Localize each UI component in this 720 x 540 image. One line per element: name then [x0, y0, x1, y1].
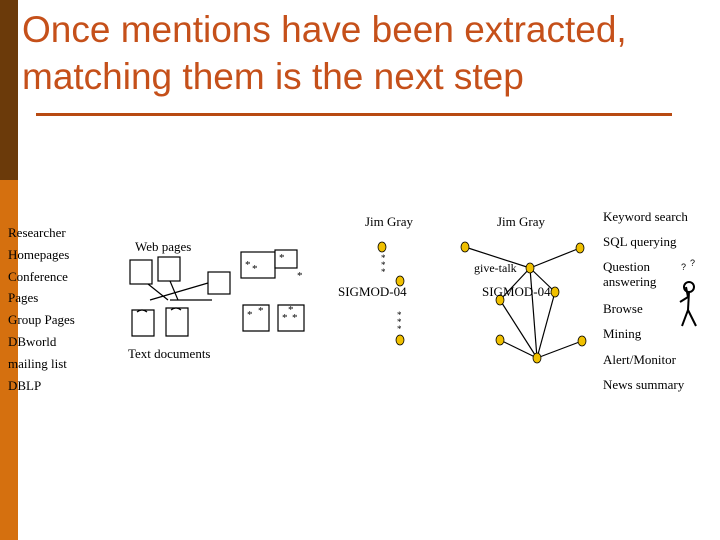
mention-label-left: Jim Gray [365, 214, 414, 229]
star-mark: * [258, 305, 264, 317]
star-mark: * [397, 317, 402, 327]
thinking-person-icon [679, 281, 697, 327]
entity-graph-nodes [460, 241, 587, 364]
source-pages: Pages [8, 290, 39, 305]
star-mark: * [397, 310, 402, 320]
task-mining: Mining [603, 326, 642, 341]
web-pages-label: Web pages [135, 239, 192, 254]
task-keyword-search: Keyword search [603, 209, 688, 224]
text-documents-icon [131, 307, 189, 337]
entity-graph-edges [464, 246, 583, 359]
source-dbworld: DBworld [8, 334, 57, 349]
star-mark: * [288, 304, 294, 316]
title-line-1: Once mentions have been extracted, [22, 9, 627, 50]
star-mark: * [381, 267, 386, 277]
left-accent-bar-light [0, 180, 18, 540]
left-accent-bar-dark [0, 0, 18, 180]
mention-nodes-left [377, 241, 405, 346]
star-mark: * [297, 270, 303, 282]
star-mark: * [397, 324, 402, 334]
task-question-answering: Question answering [603, 259, 657, 289]
star-mark: * [381, 260, 386, 270]
event-label-left: SIGMOD-04 [338, 284, 407, 299]
question-marks: ? ? [681, 258, 695, 272]
source-group-pages: Group Pages [8, 312, 75, 327]
source-mailing-list: mailing list [8, 356, 67, 371]
relation-label: give-talk [474, 261, 517, 275]
star-mark: * [381, 253, 386, 263]
source-dblp: DBLP [8, 378, 42, 393]
star-mark: * [282, 312, 288, 324]
svg-text:?: ? [690, 258, 695, 268]
text-documents-label: Text documents [128, 346, 211, 361]
star-mark: * [245, 259, 251, 271]
source-researcher: Researcher [8, 225, 66, 240]
star-mark: * [292, 312, 298, 324]
source-conference: Conference [8, 269, 68, 284]
task-alert-monitor: Alert/Monitor [603, 352, 676, 367]
task-news-summary: News summary [603, 377, 685, 392]
title-line-2: matching them is the next step [22, 56, 524, 97]
task-browse: Browse [603, 301, 643, 316]
star-mark: * [279, 252, 285, 264]
star-mark: * [247, 309, 253, 321]
title-underline [36, 113, 672, 116]
source-homepages: Homepages [8, 247, 70, 262]
web-pages-icon [129, 256, 231, 301]
svg-text:?: ? [681, 262, 686, 272]
slide-title: Once mentions have been extracted, match… [22, 6, 712, 100]
event-label-right: SIGMOD-04 [482, 284, 551, 299]
star-mark: * [252, 263, 258, 275]
mention-label-right: Jim Gray [497, 214, 546, 229]
task-sql-querying: SQL querying [603, 234, 677, 249]
annotated-pages-icon [240, 249, 305, 332]
